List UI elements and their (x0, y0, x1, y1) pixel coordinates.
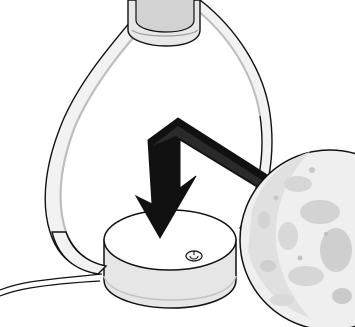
power-cable (0, 274, 102, 296)
power-button-icon[interactable] (186, 251, 202, 261)
lamp-base (104, 210, 236, 308)
top-connector (128, 0, 200, 46)
